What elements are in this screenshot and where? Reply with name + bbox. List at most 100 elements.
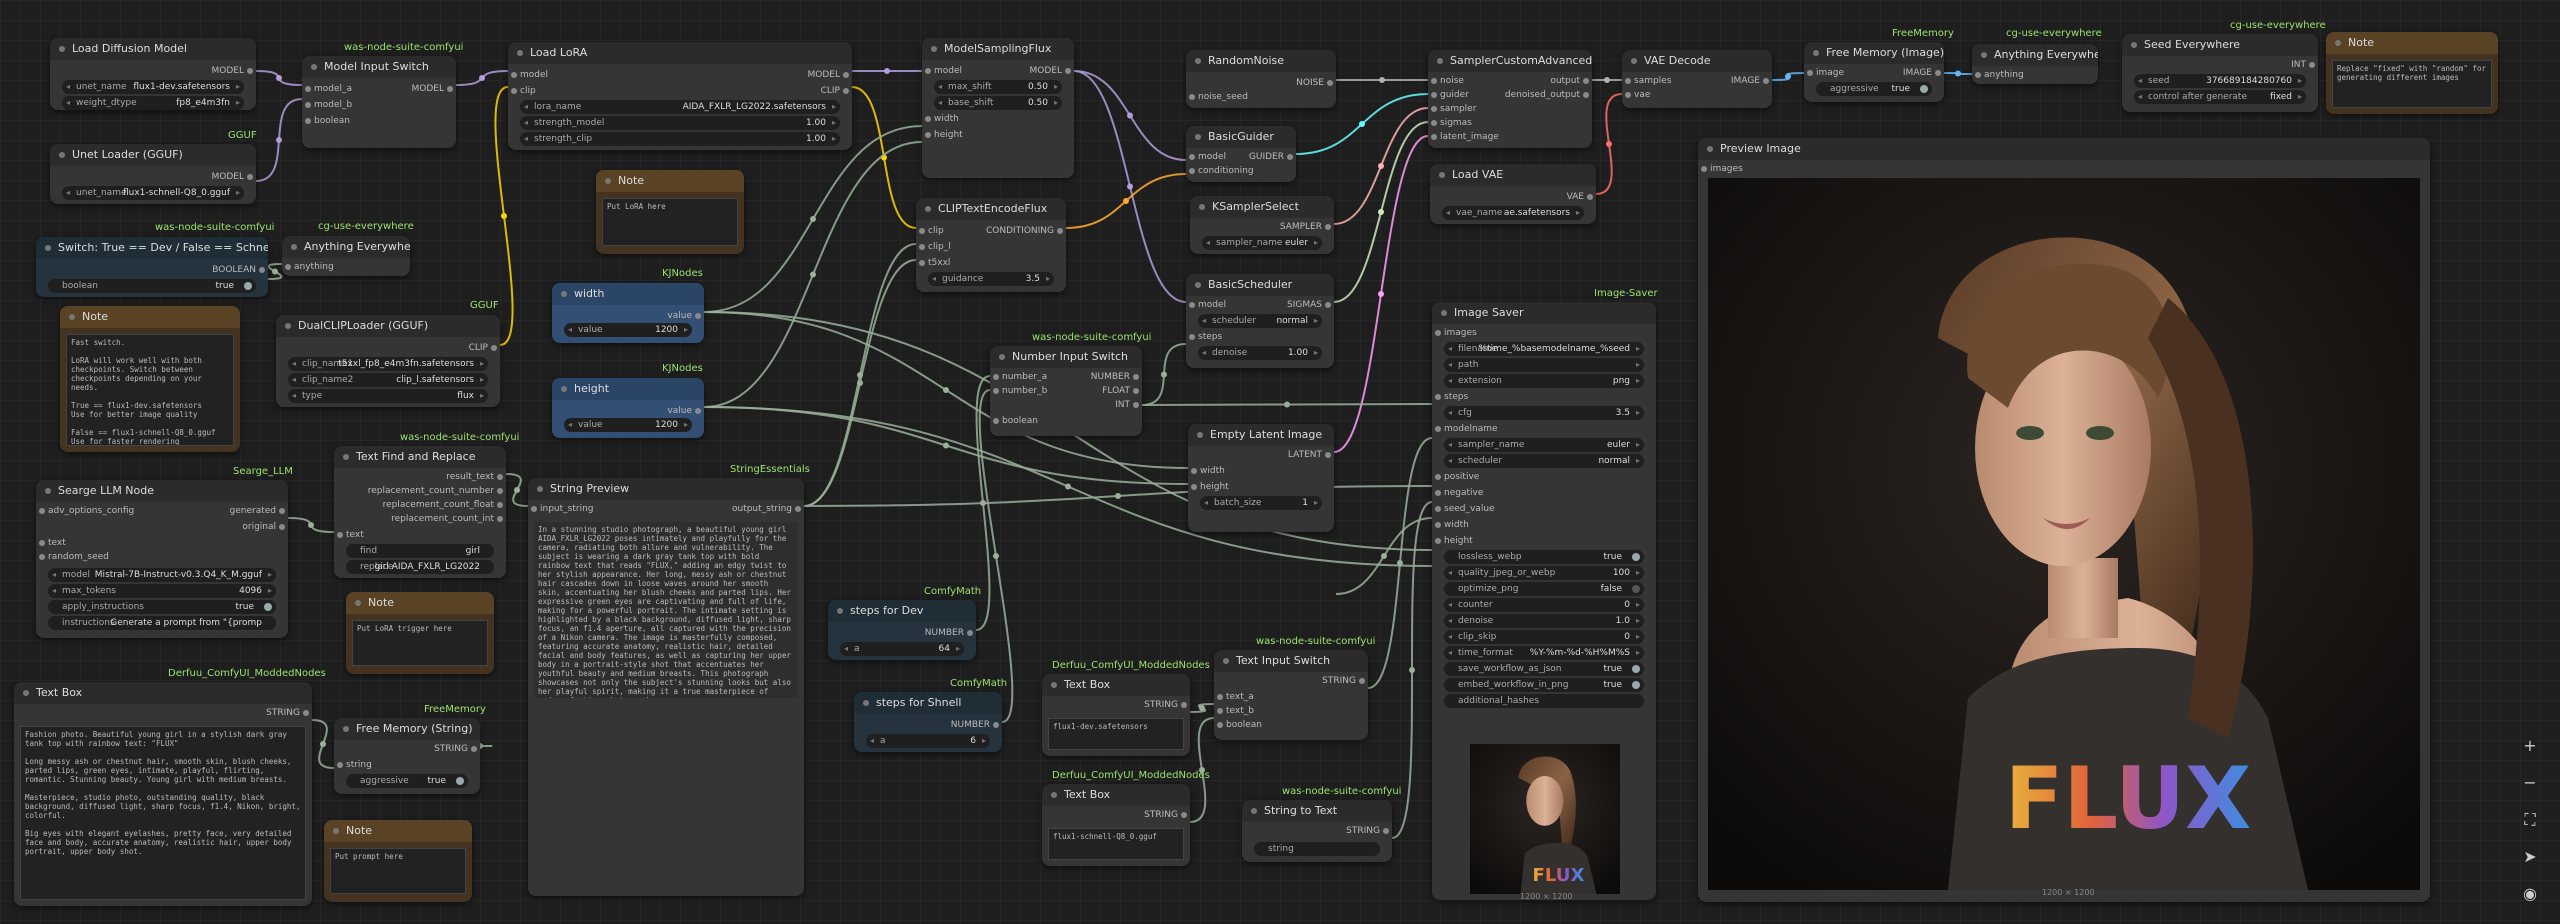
link-midpoint[interactable] [1785,73,1791,80]
input-height[interactable]: height [922,128,963,142]
output-int[interactable]: INT [1115,398,1142,412]
input-positive[interactable]: positive [1432,470,1479,484]
input-sampler[interactable]: sampler [1428,102,1476,116]
note-text[interactable]: Put LoRA trigger here [352,620,488,666]
output-vae[interactable]: VAE [1567,190,1596,204]
link-midpoint[interactable] [1378,163,1384,169]
input-samples[interactable]: samples [1622,74,1671,88]
output-original[interactable]: original [242,520,288,534]
link-midpoint[interactable] [810,216,816,222]
node-text-box-schnell[interactable]: Text Box STRING flux1-schnell-Q8_0.gguf [1042,784,1190,866]
output-conditioning[interactable]: CONDITIONING [986,224,1066,238]
note-text[interactable]: Put LoRA here [602,198,738,246]
node-anything-everywhere-2[interactable]: Anything Everywhere anything [1972,44,2098,84]
output-float[interactable]: FLOAT [1102,384,1142,398]
output-number[interactable]: NUMBER [925,626,976,640]
prompt-text[interactable]: Fashion photo. Beautiful young girl in a… [20,726,306,900]
node-load-diffusion-model[interactable]: Load Diffusion Model MODEL unet_nameflux… [50,38,256,110]
node-text-find-replace[interactable]: Text Find and Replace result_text replac… [334,446,506,578]
link-midpoint[interactable] [857,380,863,386]
link-midpoint[interactable] [943,387,949,393]
node-number-input-switch[interactable]: Number Input Switch number_a NUMBER numb… [990,346,1142,436]
link-midpoint[interactable] [857,372,863,378]
link-midpoint[interactable] [1065,483,1071,490]
node-load-lora[interactable]: Load LoRA model MODEL clip CLIP lora_nam… [508,42,852,150]
output-count-int[interactable]: replacement_count_int [391,512,506,526]
link-midpoint[interactable] [884,68,890,74]
input-anything[interactable]: anything [1972,68,2024,82]
output-sigmas[interactable]: SIGMAS [1287,298,1334,312]
input-model-a[interactable]: model_a [302,82,352,96]
node-free-memory-string[interactable]: Free Memory (String) STRING string aggre… [334,718,480,794]
input-conditioning[interactable]: conditioning [1186,164,1254,178]
note-text[interactable]: Put prompt here [330,848,466,894]
preview-text[interactable]: In a stunning studio photograph, a beaut… [534,522,798,698]
input-random-seed[interactable]: random_seed [36,550,109,564]
link-midpoint[interactable] [1409,667,1415,673]
input-number-a[interactable]: number_a [990,370,1047,384]
note-text[interactable]: Replace "fixed" with "random" for genera… [2332,60,2492,108]
link-midpoint[interactable] [479,75,485,81]
output-number[interactable]: NUMBER [1091,370,1142,384]
node-note-trigger[interactable]: Note Put LoRA trigger here [346,592,494,674]
link-midpoint[interactable] [993,553,999,559]
node-modelsamplingflux[interactable]: ModelSamplingFlux model MODEL max_shift0… [922,38,1074,178]
time-format-widget[interactable]: time_format%Y-%m-%d-%H%M%S [1444,646,1644,660]
output-string[interactable]: STRING [1322,674,1368,688]
link-midpoint[interactable] [514,487,520,493]
node-image-saver[interactable]: Image Saver images filename%time_%basemo… [1432,302,1656,901]
input-noise-seed[interactable]: noise_seed [1186,90,1248,104]
link-midpoint[interactable] [1115,493,1121,499]
link-midpoint[interactable] [1161,371,1167,378]
input-clip[interactable]: clip [508,84,536,98]
input-noise[interactable]: noise [1428,74,1464,88]
link-midpoint[interactable] [1359,121,1365,127]
output-output[interactable]: output [1550,74,1592,88]
input-width[interactable]: width [1188,464,1225,478]
link-midpoint[interactable] [1604,77,1610,83]
link-midpoint[interactable] [1378,291,1384,297]
input-model[interactable]: model [922,64,962,78]
node-steps-for-schnell[interactable]: steps for Shnell NUMBER a6 [854,692,1002,752]
input-height[interactable]: height [1188,480,1229,494]
output-int[interactable]: INT [2291,58,2318,72]
input-height[interactable]: height [1432,534,1473,548]
input-width[interactable]: width [922,112,959,126]
fit-view-icon[interactable]: ⛶ [2524,810,2536,829]
input-boolean[interactable]: boolean [1214,718,1262,732]
input-modelname[interactable]: modelname [1432,422,1498,436]
output-string[interactable]: STRING [1144,698,1190,712]
output-denoised[interactable]: denoised_output [1505,88,1592,102]
link-midpoint[interactable] [1378,209,1384,215]
node-vae-decode[interactable]: VAE Decode samples IMAGE vae [1622,50,1772,108]
node-note-prompt[interactable]: Note Put prompt here [324,820,472,902]
link-midpoint[interactable] [272,268,278,275]
node-seed-everywhere[interactable]: Seed Everywhere INT seed376689184280760 … [2122,34,2318,112]
link-midpoint[interactable] [1606,141,1612,147]
input-clip-l[interactable]: clip_l [916,240,951,254]
input-model-b[interactable]: model_b [302,98,352,112]
input-vae[interactable]: vae [1622,88,1650,102]
output-model[interactable]: MODEL [808,68,852,82]
link-midpoint[interactable] [943,442,949,449]
